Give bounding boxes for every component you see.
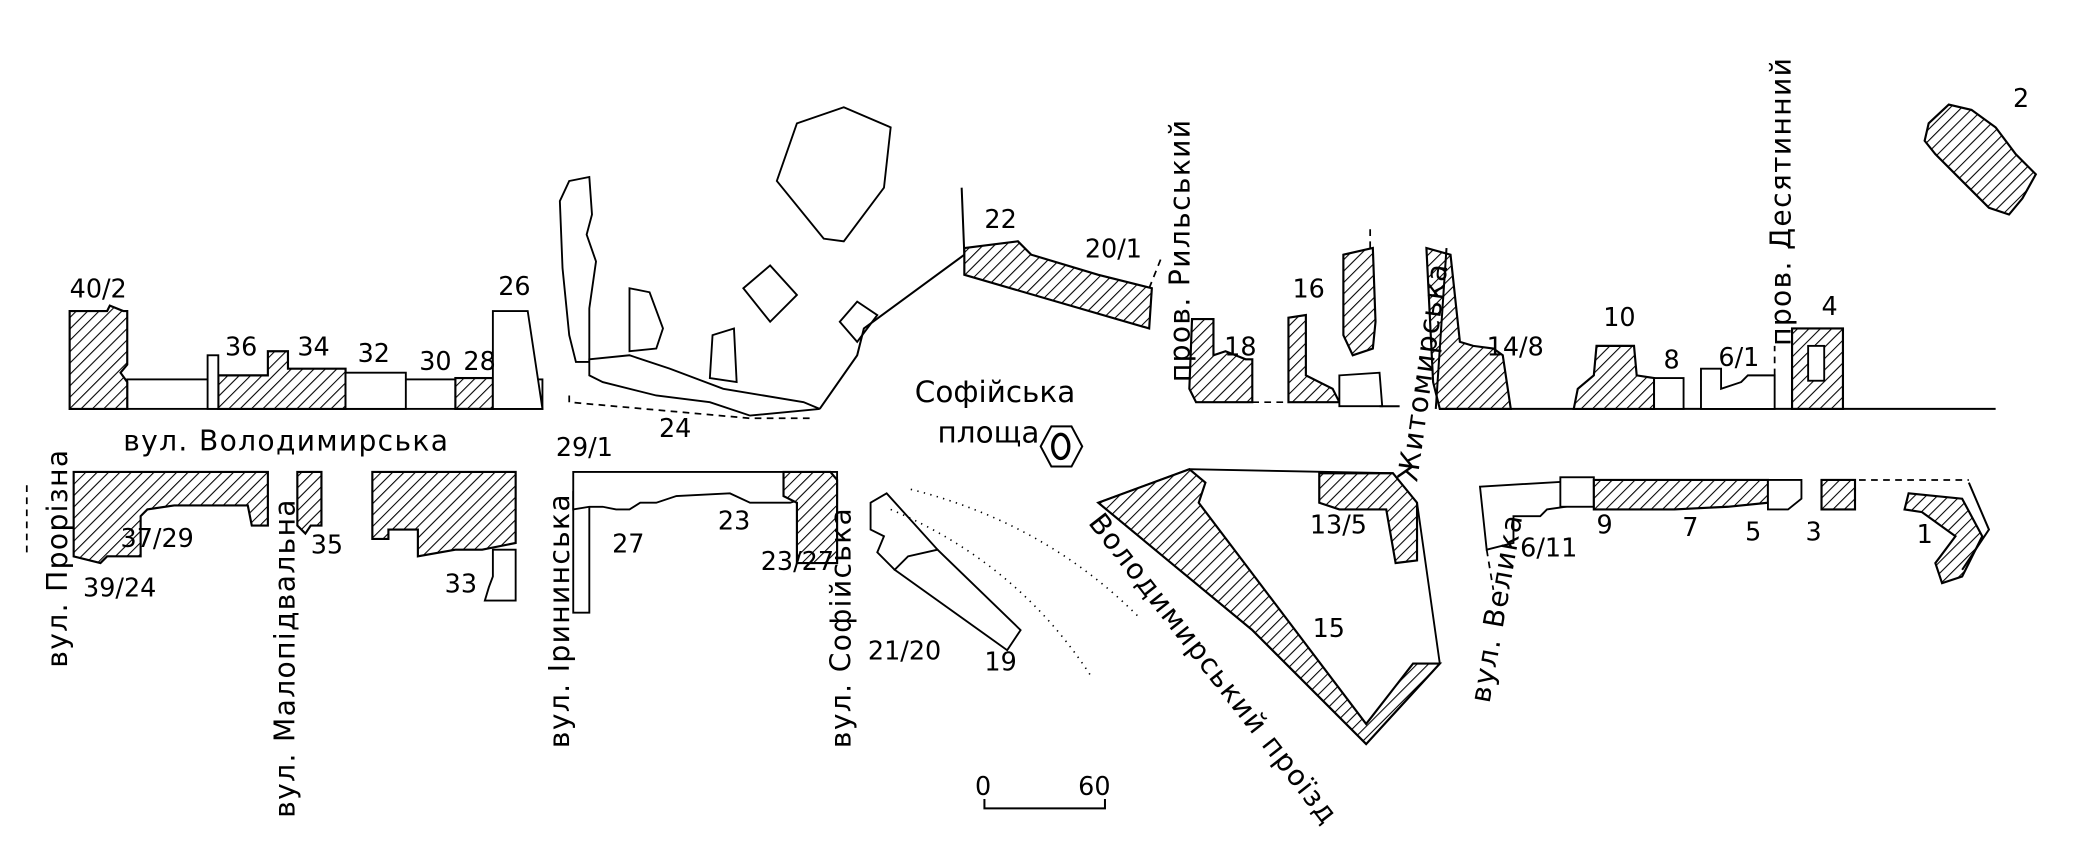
building-number: 37/29 (121, 524, 194, 554)
building-number: 39/24 (83, 574, 156, 604)
scale-start-label: 0 (975, 772, 991, 802)
building-22-20-1 (963, 240, 1153, 330)
building-number: 34 (297, 332, 329, 362)
building-number: 6/1 (1718, 343, 1759, 373)
building-number: 30 (419, 347, 451, 377)
building-number: 24 (659, 414, 691, 444)
scale-bar: 0 60 (975, 772, 1111, 810)
building-number: 22 (984, 205, 1016, 235)
building-number: 27 (612, 529, 644, 559)
building-number: 4 (1822, 292, 1838, 322)
building-number: 2 (2013, 84, 2029, 114)
building-number: 16 (1292, 275, 1324, 305)
street-label-prorizna: вул. Прорізна (41, 449, 74, 668)
street-label-desiatynnyi: пров. Десятинний (1765, 57, 1798, 346)
building-number: 9 (1597, 511, 1613, 541)
fountain-icon (1039, 425, 1084, 468)
street-label-sofiiska: вул. Софійська (825, 507, 858, 748)
building-number: 14/8 (1487, 332, 1544, 362)
building-number: 10 (1603, 303, 1635, 333)
building-number: 19 (984, 647, 1016, 677)
square-label-line1: Софійська (915, 375, 1076, 409)
block-north-west (68, 304, 544, 410)
street-label-rylskyi: пров. Рильський (1163, 119, 1196, 383)
building-number: 33 (445, 570, 477, 600)
building-number: 21/20 (868, 637, 941, 667)
scale-end-label: 60 (1078, 772, 1110, 802)
building-number: 18 (1224, 332, 1256, 362)
square-label-line2: площа (938, 415, 1040, 449)
building-number: 29/1 (556, 433, 613, 463)
block-13-5-15 (1096, 467, 1443, 746)
street-label-irynynska: вул. Ірининська (543, 493, 576, 748)
block-19-21-20 (869, 488, 1140, 678)
building-number: 7 (1682, 513, 1698, 543)
building-number: 5 (1745, 517, 1761, 547)
block-sofia-west (558, 106, 966, 420)
building-number: 35 (311, 531, 343, 561)
building-number: 3 (1805, 517, 1821, 547)
building-number: 23/27 (761, 547, 834, 577)
block-south-west (72, 470, 839, 614)
block-south-east (1478, 476, 1991, 591)
building-number: 15 (1313, 614, 1345, 644)
block-north-central (1188, 103, 2038, 410)
building-number: 36 (225, 332, 257, 362)
street-label-malopidvalna: вул. Малопідвальна (269, 498, 302, 818)
building-number: 8 (1663, 346, 1679, 376)
building-numbers: 40/2 36 34 32 30 28 26 39/24 37/29 35 33… (70, 84, 2030, 677)
building-number: 20/1 (1085, 234, 1142, 264)
building-number: 28 (463, 347, 495, 377)
building-number: 32 (358, 339, 390, 369)
building-number: 1 (1917, 520, 1933, 550)
building-number: 26 (498, 272, 530, 302)
building-number: 6/11 (1520, 533, 1577, 563)
building-number: 40/2 (70, 275, 127, 305)
building-number: 23 (718, 507, 750, 537)
building-number: 13/5 (1310, 511, 1367, 541)
street-label-volodymyrska: вул. Володимирська (123, 424, 449, 457)
